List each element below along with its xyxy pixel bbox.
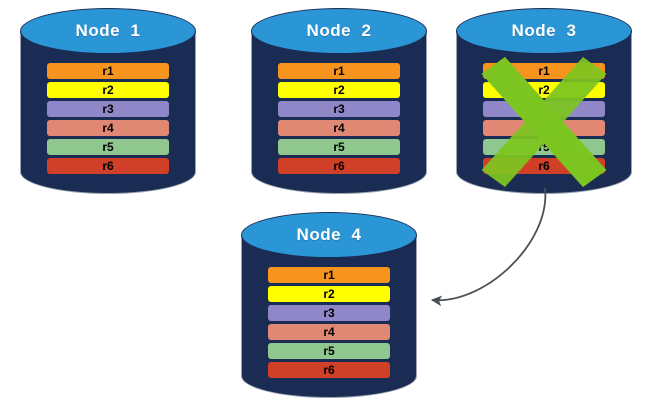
node-label: Node 2 <box>306 21 372 40</box>
database-node-3[interactable]: Node 3 r1 r2 r3 r4 r5 r6 <box>456 8 632 194</box>
record-label: r5 <box>538 140 550 154</box>
record-label: r2 <box>102 83 114 97</box>
record-bar-r6: r6 <box>47 158 169 174</box>
record-bar-r2: r2 <box>483 82 605 98</box>
record-label: r5 <box>102 140 114 154</box>
node-label: Node 4 <box>296 225 362 244</box>
node-label: Node 3 <box>511 21 577 40</box>
record-label: r6 <box>102 159 114 173</box>
database-node-4[interactable]: Node 4 r1 r2 r3 r4 r5 r6 <box>241 212 417 398</box>
record-bar-r3: r3 <box>47 101 169 117</box>
record-label: r3 <box>102 102 114 116</box>
cylinder-top: Node 2 <box>251 8 427 54</box>
record-label: r1 <box>323 268 335 282</box>
record-bar-r5: r5 <box>278 139 400 155</box>
record-bar-r2: r2 <box>268 286 390 302</box>
record-bar-r1: r1 <box>483 63 605 79</box>
record-label: r3 <box>323 306 335 320</box>
record-bar-r4: r4 <box>268 324 390 340</box>
record-bars: r1 r2 r3 r4 r5 r6 <box>241 267 417 378</box>
record-bar-r6: r6 <box>483 158 605 174</box>
record-bar-r3: r3 <box>268 305 390 321</box>
record-bar-r3: r3 <box>278 101 400 117</box>
record-label: r6 <box>323 363 335 377</box>
record-label: r4 <box>333 121 345 135</box>
node-label: Node 1 <box>75 21 141 40</box>
record-label: r1 <box>333 64 345 78</box>
record-label: r2 <box>323 287 335 301</box>
record-bar-r5: r5 <box>47 139 169 155</box>
database-node-2[interactable]: Node 2 r1 r2 r3 r4 r5 r6 <box>251 8 427 194</box>
cylinder-top: Node 4 <box>241 212 417 258</box>
record-label: r6 <box>538 159 550 173</box>
record-label: r2 <box>538 83 550 97</box>
record-bar-r4: r4 <box>47 120 169 136</box>
record-bar-r1: r1 <box>47 63 169 79</box>
record-bar-r6: r6 <box>278 158 400 174</box>
record-label: r3 <box>538 102 550 116</box>
record-bar-r1: r1 <box>278 63 400 79</box>
record-bar-r4: r4 <box>278 120 400 136</box>
cylinder-top: Node 1 <box>20 8 196 54</box>
record-bar-r5: r5 <box>483 139 605 155</box>
record-bar-r3: r3 <box>483 101 605 117</box>
record-bars: r1 r2 r3 r4 r5 r6 <box>251 63 427 174</box>
record-label: r4 <box>102 121 114 135</box>
record-label: r5 <box>333 140 345 154</box>
record-label: r4 <box>323 325 335 339</box>
record-bar-r2: r2 <box>47 82 169 98</box>
record-bars: r1 r2 r3 r4 r5 r6 <box>456 63 632 174</box>
record-label: r4 <box>538 121 550 135</box>
record-label: r2 <box>333 83 345 97</box>
record-bar-r6: r6 <box>268 362 390 378</box>
record-label: r6 <box>333 159 345 173</box>
record-label: r3 <box>333 102 345 116</box>
record-label: r1 <box>102 64 114 78</box>
record-bar-r5: r5 <box>268 343 390 359</box>
database-node-1[interactable]: Node 1 r1 r2 r3 r4 r5 r6 <box>20 8 196 194</box>
record-label: r5 <box>323 344 335 358</box>
record-bar-r2: r2 <box>278 82 400 98</box>
record-bars: r1 r2 r3 r4 r5 r6 <box>20 63 196 174</box>
cylinder-top: Node 3 <box>456 8 632 54</box>
record-bar-r4: r4 <box>483 120 605 136</box>
record-bar-r1: r1 <box>268 267 390 283</box>
record-label: r1 <box>538 64 550 78</box>
replication-arrow <box>430 187 547 307</box>
